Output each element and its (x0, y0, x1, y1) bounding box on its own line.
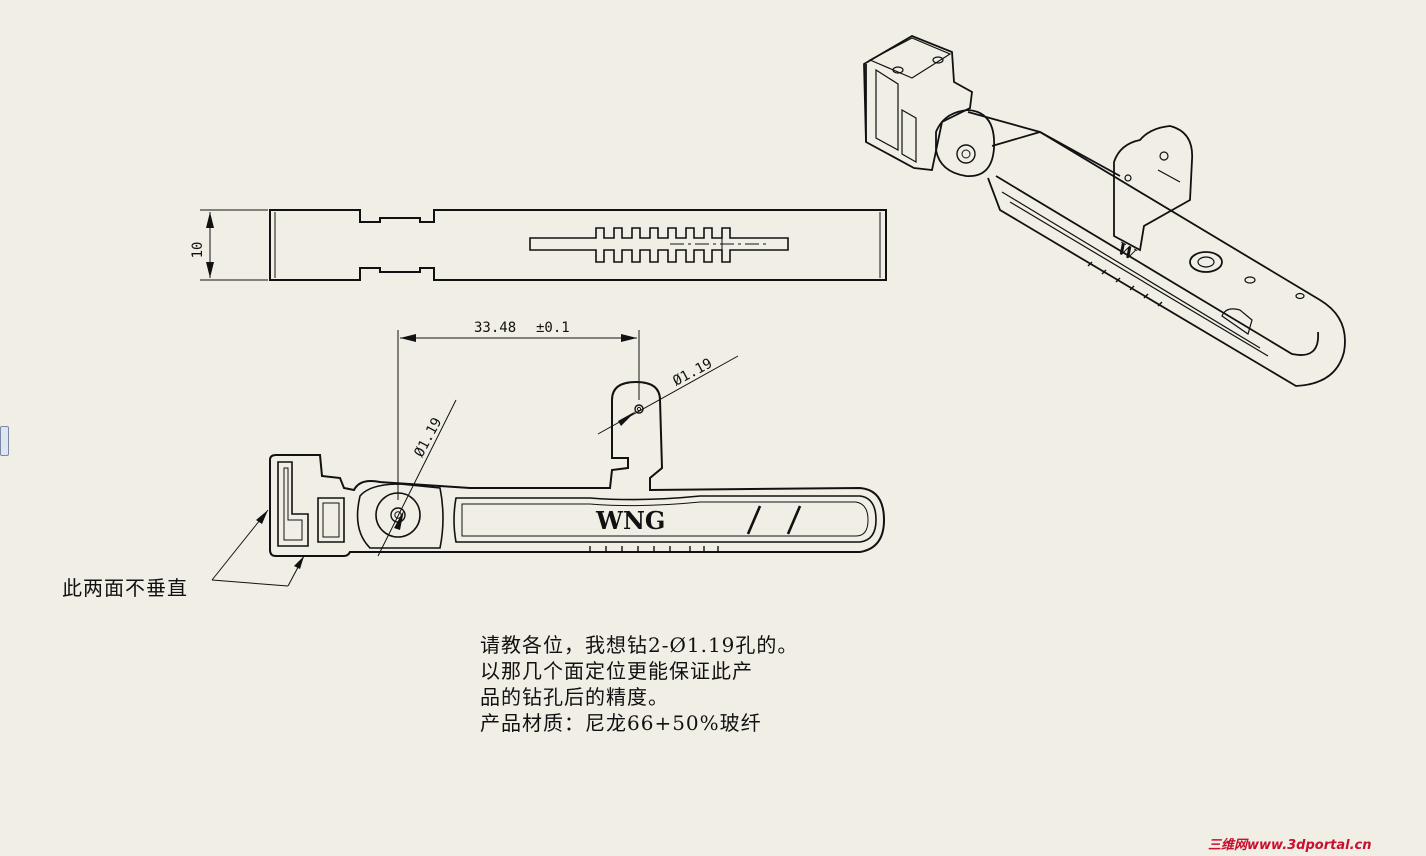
note-line: 请教各位，我想钻2-Ø1.19孔的。 (480, 633, 799, 657)
dim-tolerance: ±0.1 (536, 320, 570, 336)
note-line: 品的钻孔后的精度。 (480, 685, 669, 709)
question-note: 请教各位，我想钻2-Ø1.19孔的。 以那几个面定位更能保证此产 品的钻孔后的精… (480, 632, 798, 736)
callout-text: 此两面不垂直 (62, 576, 188, 600)
front-view (211, 330, 886, 587)
dim-hole-right: Ø1.19 (670, 356, 715, 390)
part-marking: WNG (595, 506, 665, 535)
isometric-view: W (863, 35, 1346, 387)
note-line: 产品材质：尼龙66+50%玻纤 (480, 711, 762, 735)
watermark: 三维网www.3dportal.cn (1208, 838, 1372, 853)
dim-hole-left: Ø1.19 (411, 415, 445, 460)
top-view (200, 209, 887, 281)
note-line: 以那几个面定位更能保证此产 (480, 659, 753, 683)
side-panel-handle[interactable] (0, 426, 9, 456)
dim-length: 33.48 (474, 320, 516, 336)
dim-height: 10 (190, 242, 206, 259)
